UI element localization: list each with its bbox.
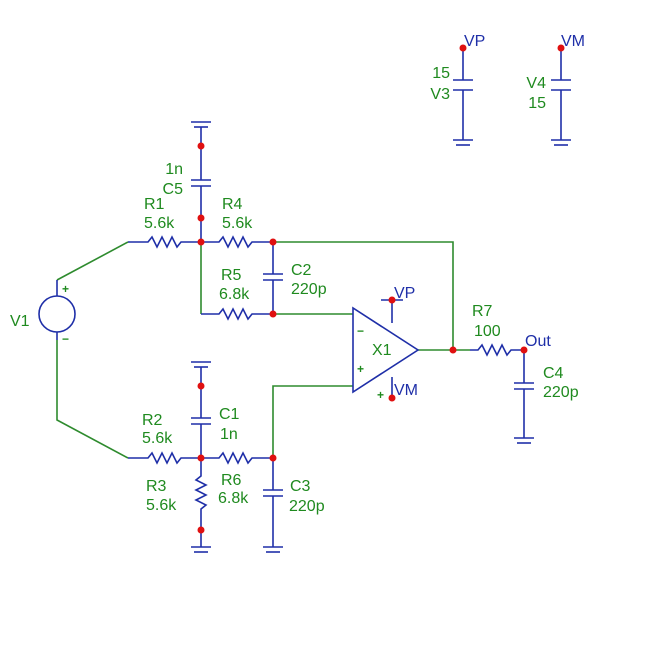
opamp-name: X1 [372,342,392,359]
r6-name: R6 [221,472,242,489]
v4-name: V4 [526,75,546,92]
c4-capacitor-symbol[interactable] [514,350,534,444]
node-opamp-out[interactable] [449,346,457,354]
r5-value: 6.8k [219,286,250,303]
r4-resistor-symbol[interactable] [201,235,273,249]
c2-name: C2 [291,262,312,279]
node-r4-c2[interactable] [269,238,277,246]
v1-plus-sign: + [62,282,69,296]
vm-net-label: VM [561,33,585,50]
node-c1-top[interactable] [197,382,205,390]
v1-name: V1 [10,313,30,330]
nodes [197,44,565,534]
c3-capacitor-symbol[interactable] [263,458,283,553]
wire-v1-top[interactable] [56,241,129,281]
r6-resistor-symbol[interactable] [201,451,273,465]
c3-name: C3 [290,478,311,495]
r1-value: 5.6k [144,215,175,232]
opamp-supply-plus: + [377,388,384,402]
r4-name: R4 [222,196,243,213]
node-opamp-vm[interactable] [388,394,396,402]
v3-value: 15 [432,65,450,82]
c5-name: C5 [163,181,184,198]
c2-capacitor-symbol[interactable] [263,242,283,314]
node-out[interactable] [520,346,528,354]
r3-resistor-symbol[interactable] [191,458,211,553]
opamp-vp-label: VP [394,285,415,302]
r2-resistor-symbol[interactable] [128,451,201,465]
v3-name: V3 [430,86,450,103]
c2-value: 220p [291,281,327,298]
c1-capacitor-symbol[interactable] [191,361,211,458]
v4-source-symbol[interactable] [551,48,571,146]
opamp-vm-label: VM [394,382,418,399]
r3-name: R3 [146,478,167,495]
node-r5-c2[interactable] [269,310,277,318]
node-c5-top[interactable] [197,142,205,150]
r7-value: 100 [474,323,501,340]
c4-value: 220p [543,384,579,401]
v1-source-symbol[interactable] [38,280,76,340]
r2-value: 5.6k [142,430,173,447]
c1-value: 1n [220,426,238,443]
r4-value: 5.6k [222,215,253,232]
node-r2-r6[interactable] [197,454,205,462]
out-net-label: Out [525,333,551,350]
r5-name: R5 [221,267,242,284]
node-r6-c3[interactable] [269,454,277,462]
r5-resistor-symbol[interactable] [201,307,273,321]
wire-feedback-top[interactable] [273,241,454,350]
node-opamp-vp[interactable] [388,296,396,304]
opamp-minus-sign: − [357,324,364,338]
c5-value: 1n [165,161,183,178]
r7-resistor-symbol[interactable] [470,343,524,357]
c4-name: C4 [543,365,564,382]
r3-value: 5.6k [146,497,177,514]
labels: VP VM 15 V3 V4 15 1n C5 R1 5.6k R4 5.6k … [10,33,585,515]
node-c5-bottom[interactable] [197,214,205,222]
c1-name: C1 [219,406,240,423]
c3-value: 220p [289,498,325,515]
v4-value: 15 [528,95,546,112]
wires [56,241,470,459]
v3-source-symbol[interactable] [453,48,473,146]
node-vm-supply[interactable] [557,44,565,52]
components [38,48,571,553]
node-r1-r4[interactable] [197,238,205,246]
vp-net-label: VP [464,33,485,50]
r1-resistor-symbol[interactable] [128,235,201,249]
wire-noninverting[interactable] [272,385,353,458]
opamp-plus-sign: + [357,362,364,376]
r7-name: R7 [472,303,493,320]
r2-name: R2 [142,412,163,429]
v1-minus-sign: − [62,332,69,346]
node-vp-supply[interactable] [459,44,467,52]
node-r3-bottom[interactable] [197,526,205,534]
c5-capacitor-symbol[interactable] [191,121,211,242]
wire-v1-bottom[interactable] [56,340,129,459]
r1-name: R1 [144,196,165,213]
r6-value: 6.8k [218,490,249,507]
